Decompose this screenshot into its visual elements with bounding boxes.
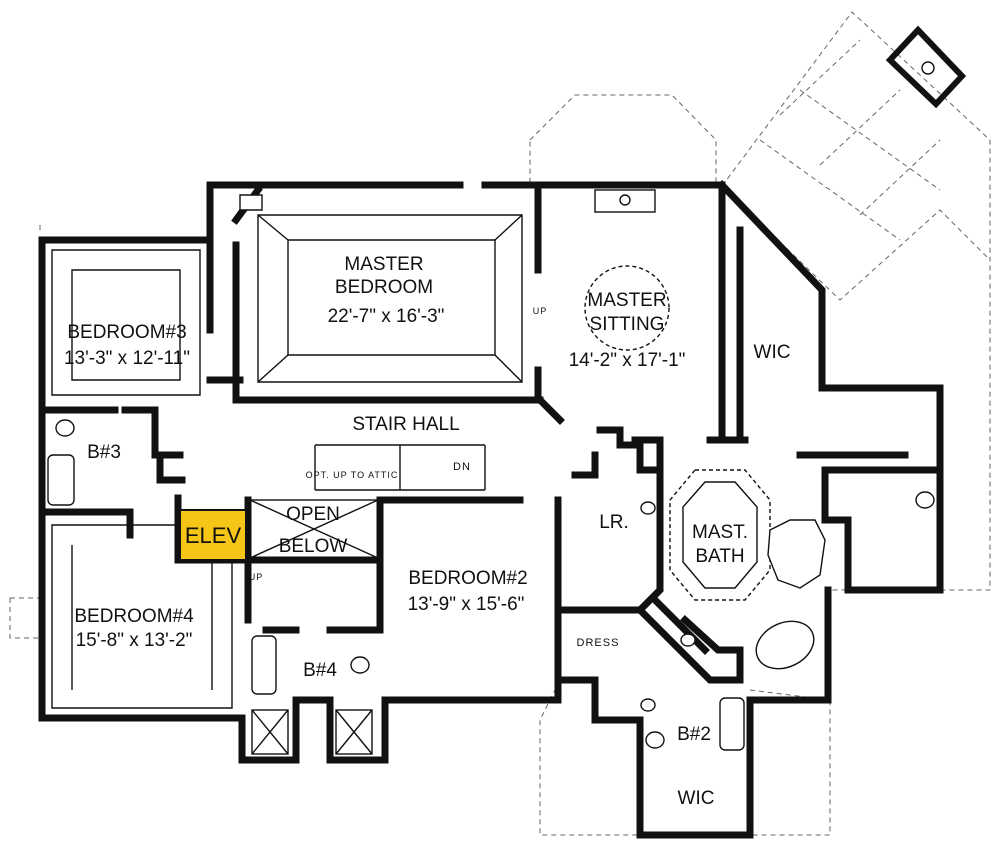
dress-label: DRESS — [577, 637, 620, 649]
master-bedroom-name-2: BEDROOM — [335, 277, 433, 298]
interior-details — [47, 189, 935, 755]
bedroom2-name: BEDROOM#2 — [408, 568, 527, 589]
chimney — [885, 25, 967, 109]
stair-hall-label: STAIR HALL — [352, 414, 459, 435]
room-labels: MASTER BEDROOM 22'-7" x 16'-3" MASTER SI… — [64, 254, 790, 809]
bedroom2-dims: 13'-9" x 15'-6" — [408, 594, 525, 615]
stair-note-attic: OPT. UP TO ATTIC — [306, 470, 399, 480]
walls — [38, 180, 944, 839]
master-sitting-name-2: SITTING — [590, 314, 665, 335]
master-bedroom-name-1: MASTER — [344, 254, 423, 275]
stair-treads — [314, 444, 486, 491]
stair-note-up-small: UP — [249, 572, 264, 582]
elev-label: ELEV — [185, 523, 242, 548]
open-below-label-2: BELOW — [279, 536, 348, 557]
mast-bath-label-2: BATH — [695, 546, 744, 567]
bedroom4-name: BEDROOM#4 — [74, 606, 194, 627]
master-bedroom-dims: 22'-7" x 16'-3" — [328, 306, 445, 327]
b2-label: B#2 — [677, 724, 711, 745]
elevator-box — [179, 509, 247, 561]
mast-bath-label-1: MAST. — [692, 522, 748, 543]
master-sitting-dims: 14'-2" x 17'-1" — [569, 350, 686, 371]
bedroom4-dims: 15'-8" x 13'-2" — [76, 630, 193, 651]
wic-master-label: WIC — [754, 342, 791, 363]
lr-label: LR. — [599, 512, 629, 533]
b3-label: B#3 — [87, 442, 121, 463]
stair-note-up-master: UP — [533, 306, 548, 316]
open-below-label-1: OPEN — [286, 504, 340, 525]
stair-note-dn: DN — [453, 461, 471, 473]
bedroom3-dims: 13'-3" x 12'-11" — [64, 348, 190, 369]
wic-b2-label: WIC — [678, 788, 715, 809]
bedroom3-name: BEDROOM#3 — [67, 322, 186, 343]
master-sitting-name-1: MASTER — [587, 290, 666, 311]
b4-label: B#4 — [303, 660, 337, 681]
